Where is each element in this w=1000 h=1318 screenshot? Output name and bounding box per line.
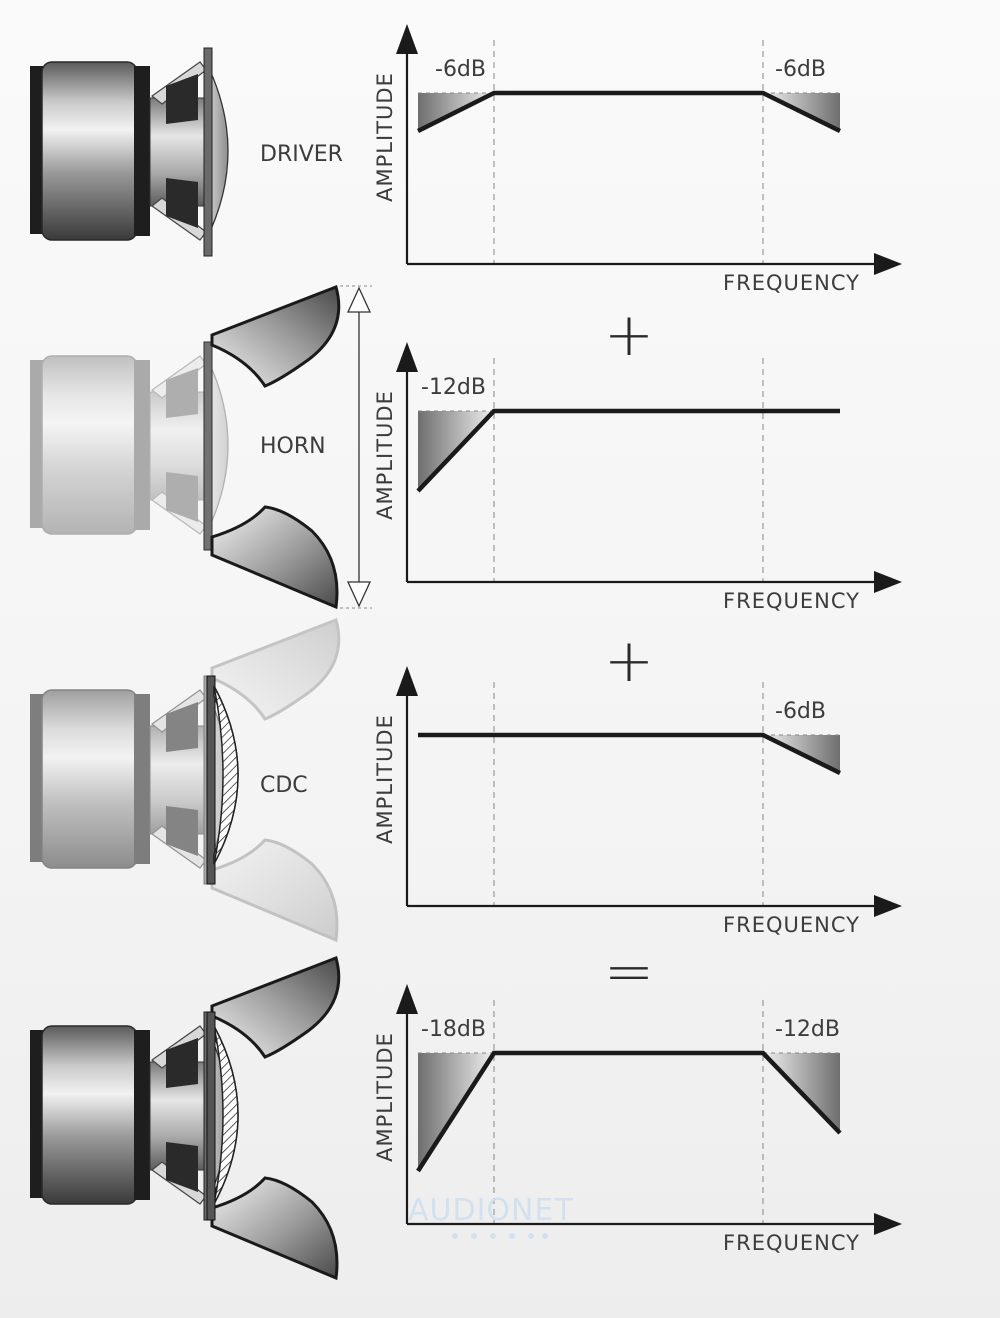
response-chart-horn: AMPLITUDE FREQUENCY -12dB — [373, 342, 902, 613]
y-axis-title: AMPLITUDE — [373, 72, 397, 202]
x-axis-title: FREQUENCY — [723, 271, 860, 295]
y-axis-title: AMPLITUDE — [373, 714, 397, 844]
high-attenuation-label: -6dB — [775, 57, 826, 82]
speaker-label-horn: HORN — [260, 434, 326, 459]
x-axis-arrow — [874, 895, 902, 917]
response-chart-cdc: AMPLITUDE FREQUENCY -6dB — [373, 666, 902, 937]
y-axis-title: AMPLITUDE — [373, 390, 397, 520]
panel-driver: AMPLITUDE FREQUENCY -6dB -6dB DRIVER — [30, 24, 902, 295]
speaker-illustration-driver — [30, 47, 229, 257]
y-axis-title: AMPLITUDE — [373, 1032, 397, 1162]
x-axis-title: FREQUENCY — [723, 1231, 860, 1255]
low-attenuation-label: -12dB — [421, 375, 486, 400]
response-curve — [416, 1050, 842, 1173]
equals-operator: = — [604, 937, 654, 1007]
response-chart-driver: AMPLITUDE FREQUENCY -6dB -6dB — [373, 24, 902, 295]
speaker-label-driver: DRIVER — [260, 142, 343, 167]
response-curve — [416, 408, 840, 493]
response-curve — [418, 732, 841, 776]
svg-text:AUDIONET: AUDIONET — [408, 1193, 574, 1228]
y-axis-arrow — [396, 984, 418, 1014]
x-axis-title: FREQUENCY — [723, 913, 860, 937]
low-attenuation-label: -6dB — [435, 57, 486, 82]
panel-horn: AMPLITUDE FREQUENCY -12dB HORN — [30, 285, 902, 613]
panel-cdc: AMPLITUDE FREQUENCY -6dB CDC — [30, 618, 902, 943]
x-axis-arrow — [874, 1213, 902, 1235]
watermark: AUDIONET — [408, 1193, 574, 1239]
panel-combined: AMPLITUDE FREQUENCY -18dB -12dB — [30, 956, 902, 1281]
x-axis-arrow — [874, 571, 902, 593]
y-axis-arrow — [396, 342, 418, 372]
plus-operator-2: + — [604, 626, 654, 696]
response-curve — [416, 90, 841, 134]
high-attenuation-label: -12dB — [775, 1017, 840, 1042]
high-attenuation-label: -6dB — [775, 699, 826, 724]
horn-height-arrow — [340, 285, 372, 609]
x-axis-arrow — [874, 253, 902, 275]
plus-operator-1: + — [604, 300, 654, 370]
speaker-illustration-horn — [30, 285, 341, 610]
y-axis-arrow — [396, 666, 418, 696]
low-attenuation-label: -18dB — [421, 1017, 486, 1042]
response-chart-combined: AMPLITUDE FREQUENCY -18dB -12dB — [373, 984, 902, 1255]
speaker-label-cdc: CDC — [260, 773, 308, 798]
y-axis-arrow — [396, 24, 418, 54]
speaker-illustration-combined — [30, 956, 341, 1281]
x-axis-title: FREQUENCY — [723, 589, 860, 613]
speaker-illustration-cdc — [30, 618, 341, 943]
